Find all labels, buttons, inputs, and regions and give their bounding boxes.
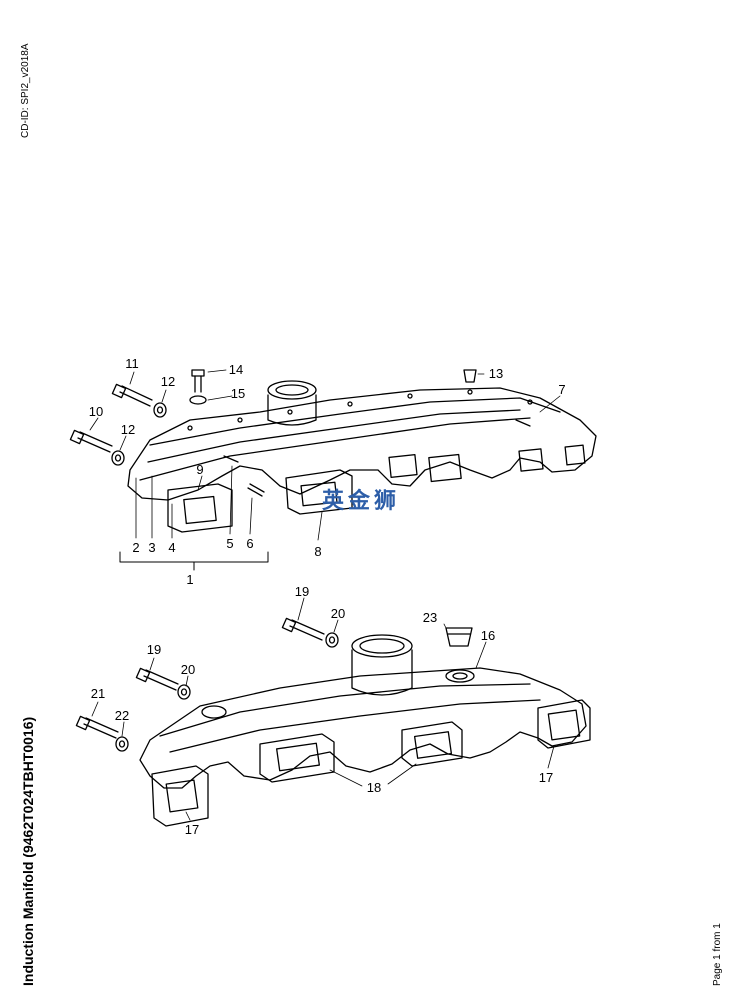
callout-7: 7: [558, 382, 565, 397]
callout-5: 5: [226, 536, 233, 551]
callout-3: 3: [148, 540, 155, 555]
callout-10: 10: [89, 404, 103, 419]
upper-manifold-drawing: [69, 369, 597, 571]
callout-20-upper: 20: [331, 606, 345, 621]
callout-15: 15: [231, 386, 245, 401]
callout-23: 23: [423, 610, 437, 625]
callout-12-lower: 12: [121, 422, 135, 437]
callout-21: 21: [91, 686, 105, 701]
callout-13: 13: [489, 366, 503, 381]
callout-labels: 1 2 3 4 5 6 7 8 9 10 11 12 12 13 14 15 1…: [89, 356, 566, 837]
callout-19-upper: 19: [295, 584, 309, 599]
callout-14: 14: [229, 362, 243, 377]
watermark-text: 英金狮: [322, 488, 400, 514]
callout-17-right: 17: [539, 770, 553, 785]
callout-17-left: 17: [185, 822, 199, 837]
callout-12-upper: 12: [161, 374, 175, 389]
callout-22: 22: [115, 708, 129, 723]
callout-16: 16: [481, 628, 495, 643]
lower-manifold-drawing: [75, 597, 591, 827]
callout-6: 6: [246, 536, 253, 551]
callout-2: 2: [132, 540, 139, 555]
callout-9: 9: [196, 462, 203, 477]
callout-20-lower: 20: [181, 662, 195, 677]
callout-4: 4: [168, 540, 175, 555]
callout-19-lower: 19: [147, 642, 161, 657]
callout-18: 18: [367, 780, 381, 795]
callout-8: 8: [314, 544, 321, 559]
callout-1: 1: [186, 572, 193, 587]
callout-11: 11: [125, 356, 139, 371]
